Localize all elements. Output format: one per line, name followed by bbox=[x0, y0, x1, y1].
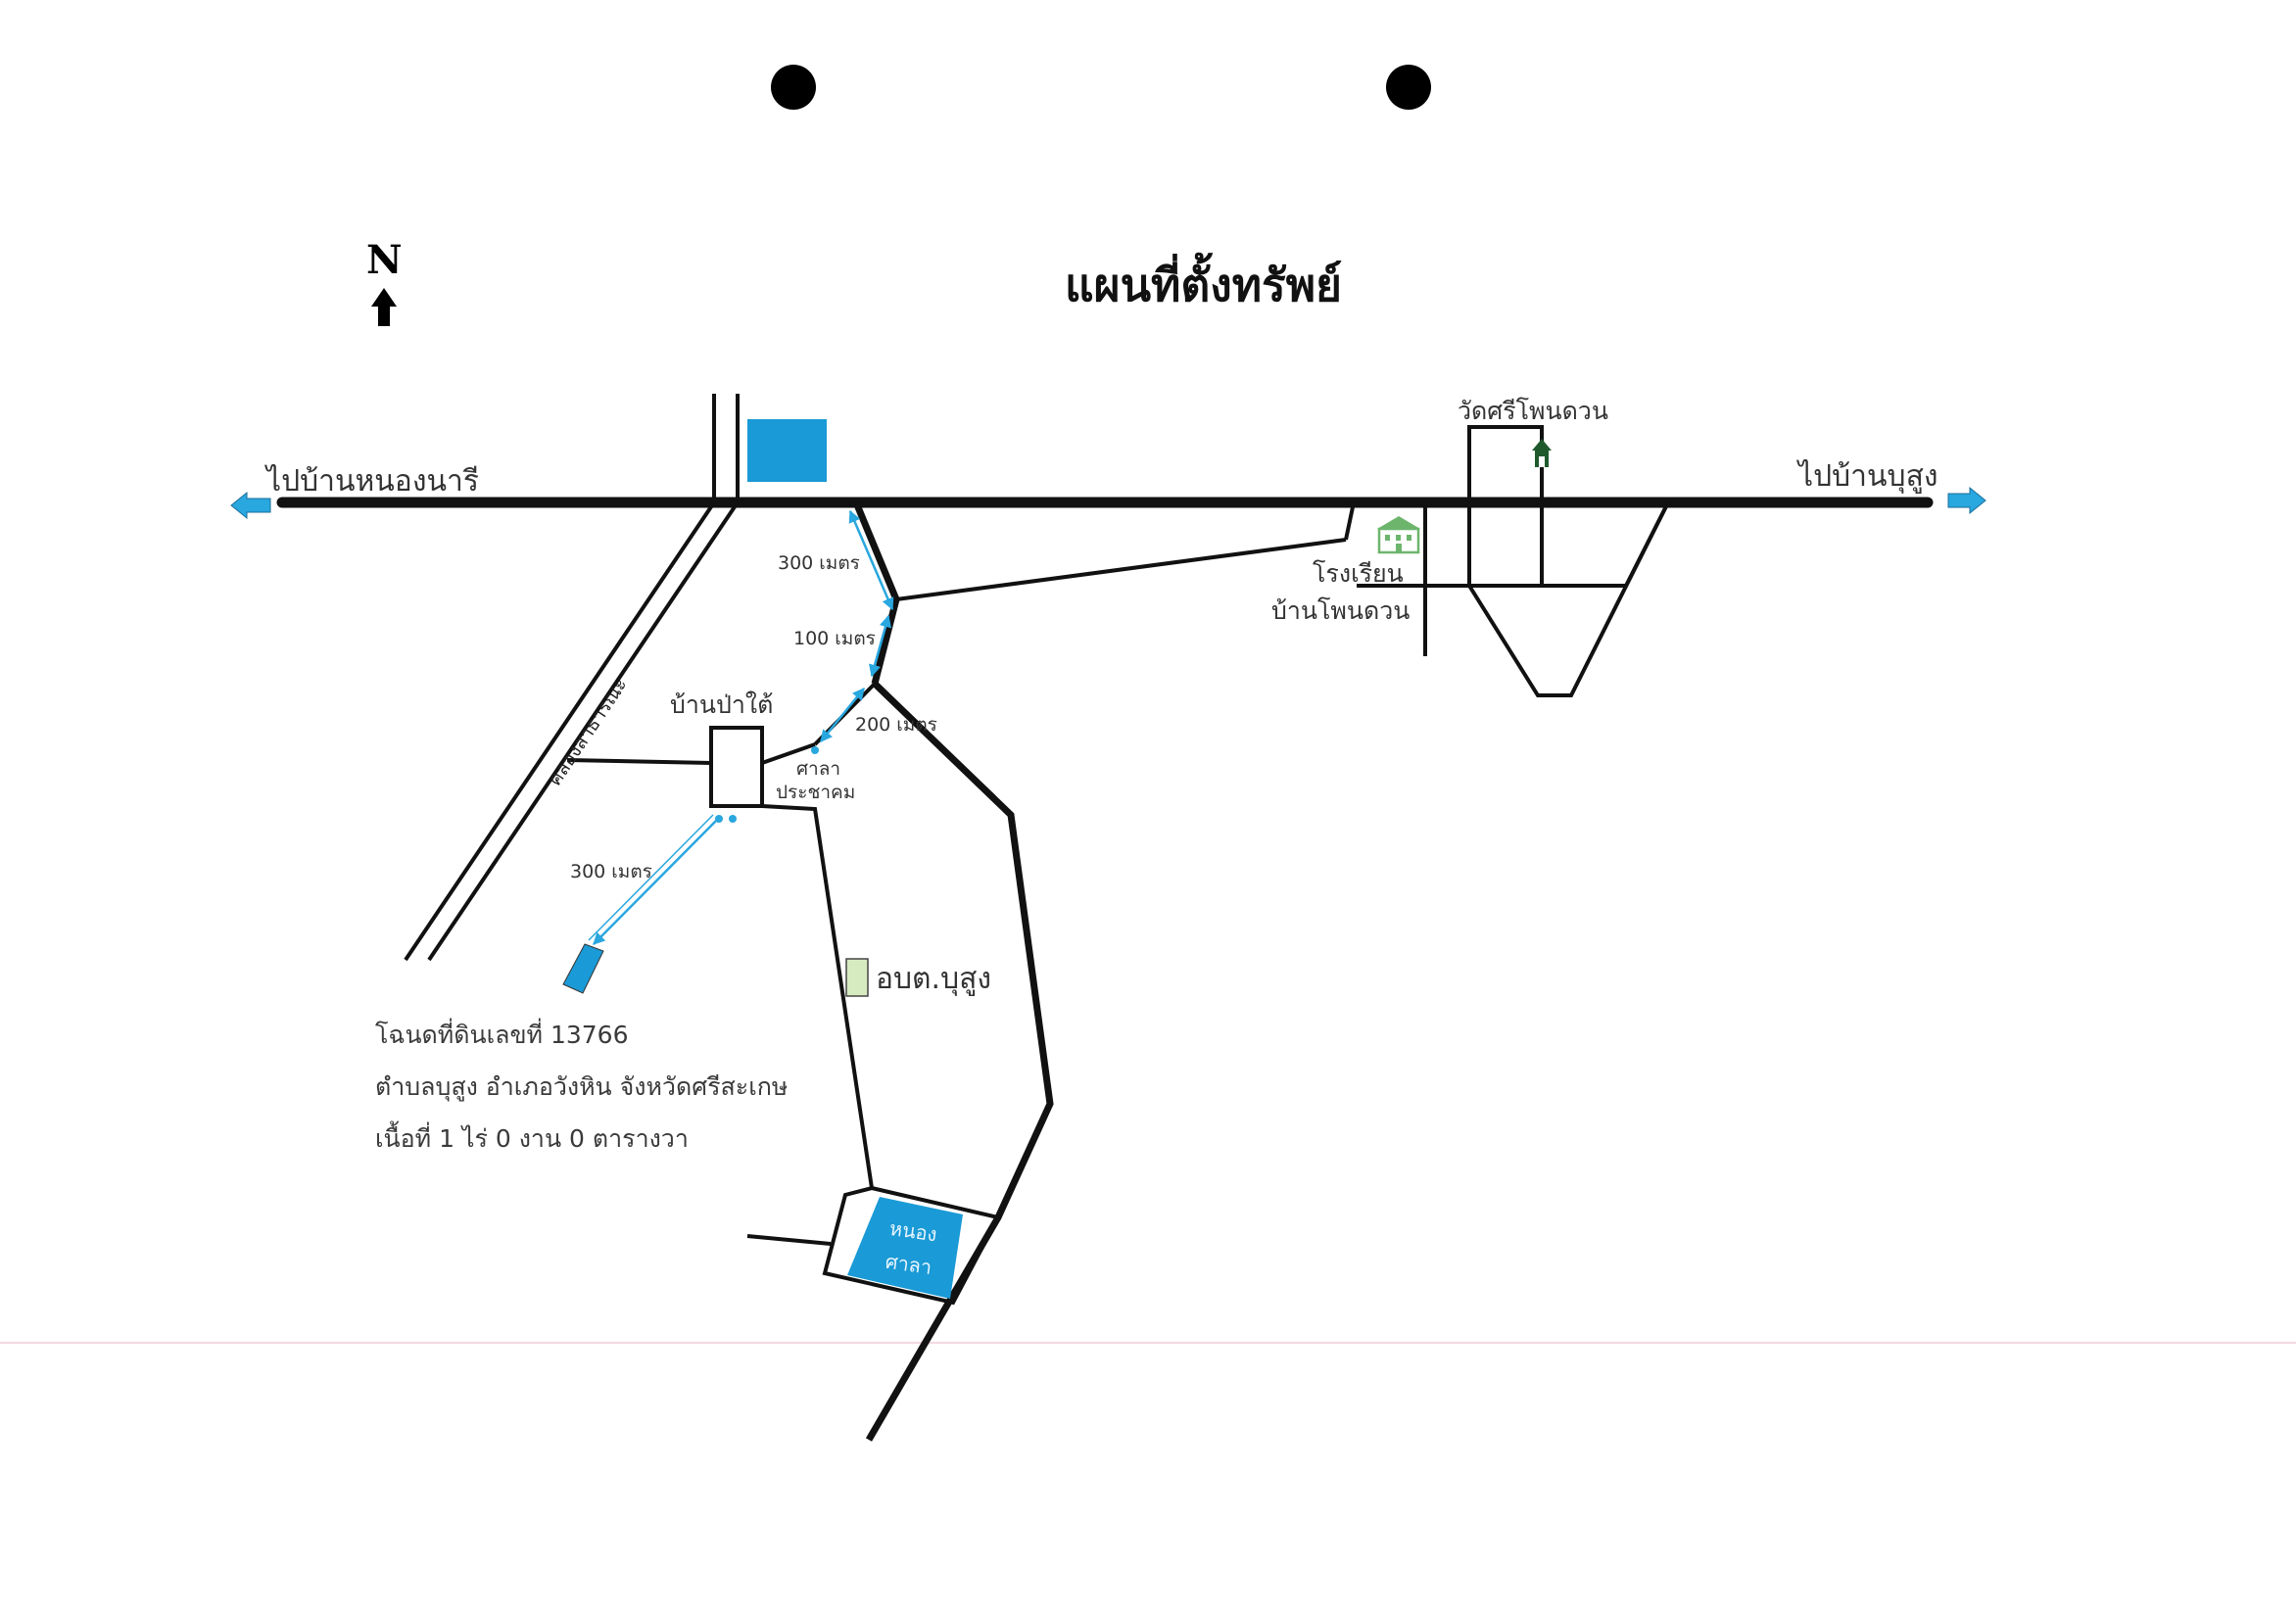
deed-number: โฉนดที่ดินเลขที่ 13766 bbox=[375, 1021, 629, 1049]
west-arrow-icon bbox=[230, 491, 271, 520]
road-east-loop bbox=[865, 681, 1054, 1442]
school-label-1: โรงเรียน bbox=[1313, 559, 1404, 588]
east-triangle-road bbox=[1467, 501, 1670, 697]
deed-info: โฉนดที่ดินเลขที่ 13766 ตำบลบุสูง อำเภอวั… bbox=[375, 1009, 788, 1165]
road-village-hall bbox=[761, 742, 816, 765]
road-to-school bbox=[895, 538, 1347, 601]
hall-label-1: ศาลา bbox=[796, 758, 841, 780]
distance-arrow-2 bbox=[868, 614, 892, 678]
page-title: แผนที่ตั้งทรัพย์ bbox=[1065, 259, 1343, 311]
sao-box bbox=[845, 958, 869, 997]
east-arrow-icon bbox=[1947, 486, 1986, 515]
north-label: N bbox=[366, 237, 403, 283]
temple-label: วัดศรีโพนดวน bbox=[1458, 397, 1608, 425]
pond-water bbox=[847, 1197, 963, 1299]
village-dot-1 bbox=[715, 815, 723, 823]
blue-plot-top bbox=[747, 419, 827, 482]
deed-area: เนื้อที่ 1 ไร่ 0 งาน 0 ตารางวา bbox=[375, 1124, 689, 1153]
road-village-west bbox=[566, 758, 712, 765]
distance-arrow-1 bbox=[848, 509, 894, 611]
distance-arrow-4b bbox=[588, 814, 714, 941]
deed-location: ตำบลบุสูง อำเภอวังหิน จังหวัดศรีสะเกษ bbox=[375, 1072, 789, 1101]
canal-line-1 bbox=[404, 500, 716, 962]
village-dot-2 bbox=[729, 815, 737, 823]
distance-label-1: 300 เมตร bbox=[778, 552, 860, 574]
distance-label-4: 300 เมตร bbox=[570, 861, 652, 882]
temple-icon bbox=[1532, 439, 1552, 467]
distance-arrow-3 bbox=[820, 688, 865, 742]
road-label-east: ไปบ้านบุสูง bbox=[1798, 459, 1938, 494]
road-pond-west bbox=[746, 1234, 832, 1246]
north-arrow-icon bbox=[371, 288, 397, 326]
pond-label: หนอง ศาลา bbox=[878, 1211, 945, 1285]
hall-dot bbox=[811, 746, 819, 754]
distance-arrow-4 bbox=[593, 818, 719, 945]
canal-line-2 bbox=[427, 500, 740, 962]
punch-hole-right bbox=[1386, 65, 1431, 110]
punch-hole-left bbox=[771, 65, 816, 110]
school-label-2: บ้านโพนดวน bbox=[1271, 596, 1411, 625]
target-plot bbox=[562, 943, 604, 994]
village-label: บ้านป่าใต้ bbox=[670, 690, 774, 719]
distance-label-2: 100 เมตร bbox=[793, 628, 876, 649]
village-square bbox=[709, 726, 764, 808]
scan-edge-line bbox=[0, 1342, 2296, 1344]
school-spur bbox=[1344, 501, 1356, 541]
triangle-cross bbox=[1624, 501, 1670, 587]
distance-label-3: 200 เมตร bbox=[855, 714, 937, 736]
road-label-west: ไปบ้านหนองนารี bbox=[266, 464, 479, 499]
hall-label-2: ประชาคม bbox=[776, 782, 856, 803]
school-icon bbox=[1377, 516, 1420, 554]
sao-label: อบต.บุสูง bbox=[876, 962, 992, 996]
pond-outline bbox=[822, 1186, 1001, 1306]
road-to-pond bbox=[761, 804, 874, 1189]
